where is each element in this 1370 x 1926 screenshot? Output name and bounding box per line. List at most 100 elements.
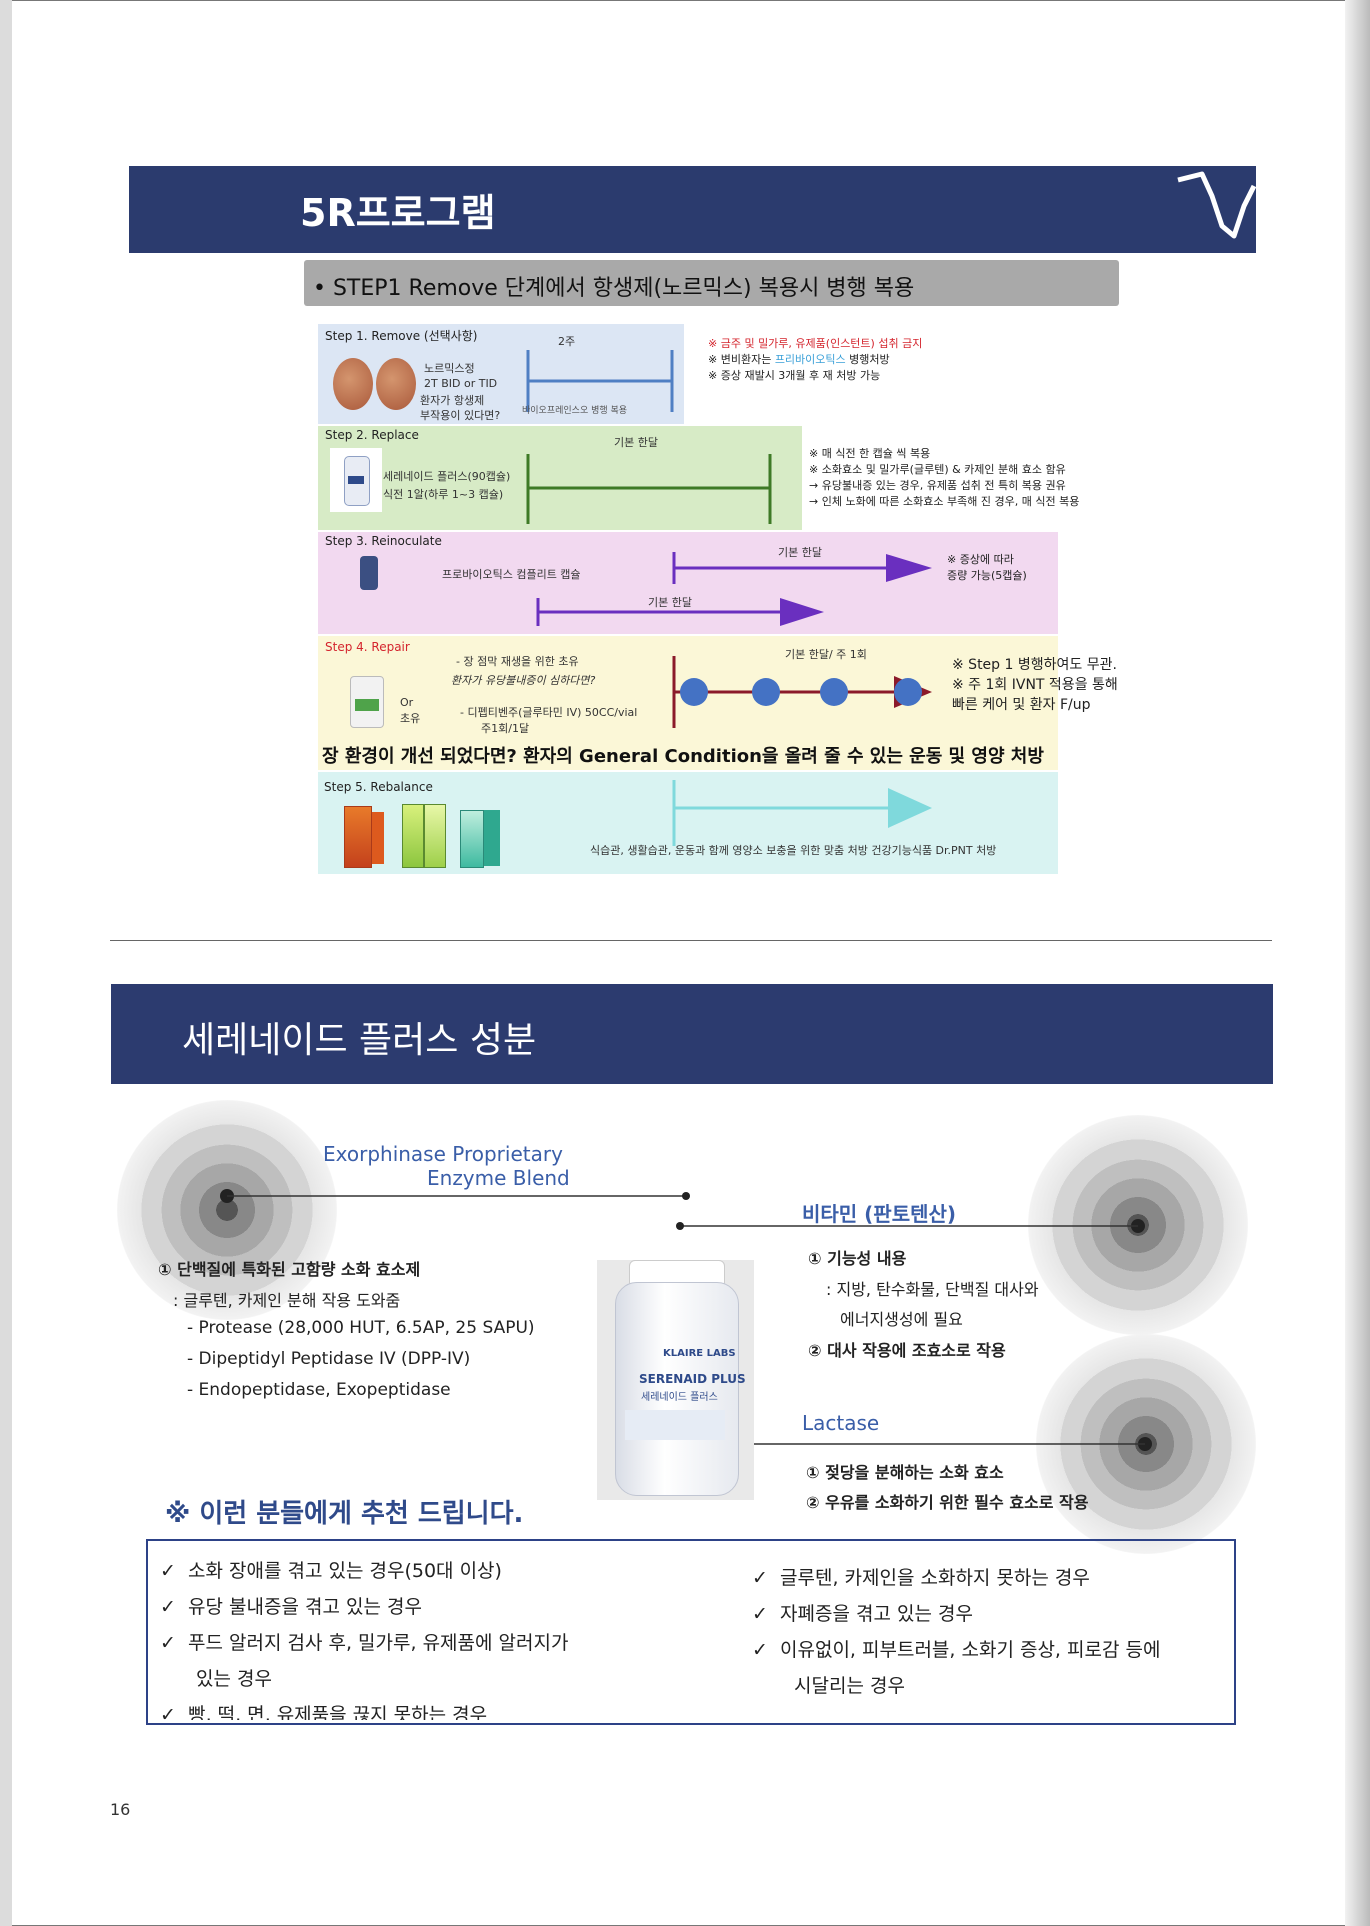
supplement-bottle-1	[344, 806, 372, 868]
supplement-bottle-6	[484, 810, 500, 866]
protein-item-1: - Protease (28,000 HUT, 6.5AP, 25 SAPU)	[187, 1318, 535, 1338]
step4-note-3: 빠른 케어 및 환자 F/up	[952, 697, 1091, 713]
section-divider	[110, 940, 1272, 941]
check-right-1: ✓ 글루텐, 카제인을 소화하지 못하는 경우	[752, 1567, 1090, 1589]
step4-note-1: ※ Step 1 병행하여도 무관.	[952, 657, 1117, 673]
outline-logo-icon	[1177, 171, 1256, 239]
step1-note-3: ※ 증상 재발시 3개월 후 재 처방 가능	[708, 369, 881, 382]
step4-line-2: 환자가 유당불내증이 심하다면?	[451, 674, 596, 687]
step4-timeline	[672, 656, 932, 728]
step3-label: Step 3. Reinoculate	[325, 534, 442, 548]
step4-line-1: - 장 점막 재생을 위한 초유	[456, 655, 579, 668]
check-left-3-cont: 있는 경우	[196, 1668, 272, 1690]
vitamin-point-2: ② 대사 작용에 조효소로 작용	[808, 1341, 1006, 1360]
step3-period-1: 기본 한달	[778, 546, 822, 559]
step2-note-2: ※ 소화효소 및 밀가루(글루텐) & 카제인 분해 효소 함유	[809, 463, 1066, 476]
protein-item-3: - Endopeptidase, Exopeptidase	[187, 1380, 451, 1400]
step1-dose: 2T BID or TID	[424, 377, 498, 390]
vitamin-title: 비타민 (판토텐산)	[802, 1202, 957, 1226]
step3-product: 프로바이오틱스 컴플리트 캡슐	[442, 568, 581, 581]
step5-label: Step 5. Rebalance	[324, 780, 433, 794]
step2-note-1: ※ 매 식전 한 캡슐 씩 복용	[809, 447, 931, 460]
blend-title-line2: Enzyme Blend	[427, 1166, 570, 1190]
step5-text: 식습관, 생활습관, 운동과 함께 영양소 보충을 위한 맞춤 처방 건강기능식…	[590, 844, 997, 857]
lactase-point-2: ② 우유를 소화하기 위한 필수 효소로 작용	[806, 1493, 1089, 1512]
checkmark-icon: ✓	[160, 1596, 176, 1618]
blend-title-line1: Exorphinase Proprietary	[323, 1142, 563, 1166]
step3-note-2: 증량 가능(5캡슐)	[947, 569, 1027, 582]
step1-note-2: ※ 변비환자는 프리바이오틱스 병행처방	[708, 353, 890, 366]
lactase-title: Lactase	[802, 1411, 880, 1435]
step2-period: 기본 한달	[614, 436, 658, 449]
step2-note-4: → 인체 노화에 따른 소화효소 부족해 진 경우, 매 식전 복용	[809, 495, 1080, 508]
step4-line-4: 주1회/1달	[481, 722, 530, 735]
target-circle-protease	[117, 1100, 337, 1320]
step3-period-2: 기본 한달	[648, 596, 692, 609]
check-left-3: ✓ 푸드 알러지 검사 후, 밀가루, 유제품에 알러지가	[160, 1632, 569, 1654]
step4-colostrum: 초유	[400, 712, 421, 725]
vitamin-point-1a: : 지방, 탄수화물, 단백질 대사와	[826, 1280, 1039, 1299]
step2-note-3: → 유당불내증 있는 경우, 유제품 섭취 전 특히 복용 권유	[809, 479, 1066, 492]
recommend-box	[146, 1539, 1236, 1725]
page-right-shadow	[1345, 0, 1370, 1926]
step1-question-line1: 환자가 항생제	[420, 394, 485, 407]
supplement-bottle-3	[402, 804, 424, 868]
slide1-header-bar	[129, 166, 1256, 253]
step1-label: Step 1. Remove (선택사항)	[325, 329, 478, 343]
slide1-subtitle-bar	[304, 260, 1119, 306]
vitamin-point-1: ① 기능성 내용	[808, 1249, 907, 1268]
page-left-edge	[0, 0, 12, 1926]
checkmark-icon: ✓	[752, 1567, 768, 1589]
check-left-1: ✓ 소화 장애를 겪고 있는 경우(50대 이상)	[160, 1560, 502, 1582]
step4-note-2: ※ 주 1회 IVNT 적용을 통해	[952, 677, 1118, 693]
check-right-3-cont: 시달리는 경우	[794, 1675, 905, 1697]
bottle-brand: KLAIRE LABS	[663, 1348, 736, 1359]
check-right-3: ✓ 이유없이, 피부트러블, 소화기 증상, 피로감 등에	[752, 1639, 1161, 1661]
step3-arrow-2	[536, 598, 824, 626]
protein-item-2: - Dipeptidyl Peptidase IV (DPP-IV)	[187, 1349, 471, 1369]
target-circle-vitamin	[1028, 1115, 1248, 1335]
check-left-4: ✓ 빵, 떡, 면, 유제품을 끊지 못하는 경우	[160, 1700, 487, 1720]
page-number: 16	[110, 1800, 131, 1819]
slide2-title: 세레네이드 플러스 성분	[182, 1020, 537, 1061]
step4-label: Step 4. Repair	[325, 640, 410, 654]
step1-drug: 노르믹스정	[424, 362, 475, 375]
step2-product: 세레네이드 플러스(90캡슐)	[383, 470, 511, 483]
step2-label: Step 2. Replace	[325, 428, 419, 442]
check-left-2: ✓ 유당 불내증을 겪고 있는 경우	[160, 1596, 422, 1618]
tablet-image-2	[376, 358, 416, 410]
step4-line-3: - 디펩티벤주(글루타민 IV) 50CC/vial	[460, 706, 638, 719]
target-circle-lactase	[1036, 1334, 1256, 1554]
checkmark-icon: ✓	[752, 1603, 768, 1625]
step4-period: 기본 한달/ 주 1회	[785, 648, 867, 661]
protein-title: ① 단백질에 특화된 고함량 소화 효소제	[158, 1260, 421, 1279]
probiotics-bottle-thumb	[360, 556, 378, 590]
vitamin-point-1b: 에너지생성에 필요	[840, 1310, 963, 1329]
step3-arrow-1	[672, 552, 932, 584]
step1-note-1: ※ 금주 및 밀가루, 유제품(인스턴트) 섭취 금지	[708, 337, 923, 350]
step1-timeline	[526, 350, 674, 412]
protein-subtitle: : 글루텐, 카제인 분해 작용 도와줌	[173, 1291, 401, 1310]
step3-panel	[318, 532, 1058, 634]
checkmark-icon: ✓	[160, 1632, 176, 1654]
checkmark-icon: ✓	[160, 1560, 176, 1582]
slide2-header-bar	[111, 984, 1273, 1084]
step1-question-line2: 부작용이 있다면?	[420, 409, 501, 422]
slide1-subtitle: • STEP1 Remove 단계에서 항생제(노르믹스) 복용시 병행 복용	[313, 276, 915, 301]
check-right-2: ✓ 자폐증을 겪고 있는 경우	[752, 1603, 973, 1625]
checkmark-icon: ✓	[752, 1639, 768, 1661]
serenaid-bottle-thumb	[330, 448, 382, 512]
condition-text: 장 환경이 개선 되었다면? 환자의 General Condition을 올려…	[322, 746, 1044, 767]
step4-or: Or	[400, 696, 414, 709]
supplement-bottle-2	[372, 812, 384, 864]
checkmark-icon: ✓	[160, 1704, 176, 1720]
supplement-bottle-5	[460, 810, 484, 868]
bottle-name: SERENAID PLUS	[639, 1372, 746, 1386]
lactase-point-1: ① 젖당을 분해하는 소화 효소	[806, 1463, 1004, 1482]
bottle-korean-name: 세레네이드 플러스	[641, 1392, 718, 1403]
tablet-image-1	[333, 358, 373, 410]
colostrum-bottle-thumb	[350, 676, 384, 728]
product-photo: KLAIRE LABS SERENAID PLUS 세레네이드 플러스	[597, 1260, 754, 1500]
step3-note-1: ※ 증상에 따라	[947, 553, 1014, 566]
step1-bar-note: 바이오프레인스오 병행 복용	[522, 406, 628, 416]
